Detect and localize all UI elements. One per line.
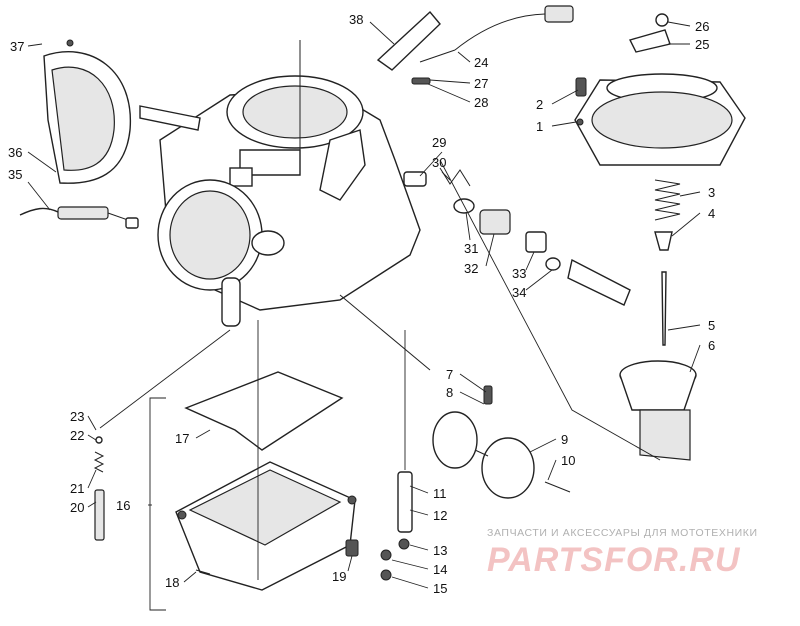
callout-13: 13 bbox=[433, 543, 447, 558]
callout-7: 7 bbox=[446, 367, 453, 382]
callout-leader-24 bbox=[457, 51, 471, 63]
callout-16: 16 bbox=[116, 498, 130, 513]
bowl-gasket bbox=[184, 371, 344, 451]
callout-38: 38 bbox=[349, 12, 363, 27]
callout-leader-9 bbox=[529, 438, 557, 453]
watermark-caption: ЗАПЧАСТИ И АКСЕССУАРЫ ДЛЯ МОТОТЕХНИКИ bbox=[487, 527, 758, 539]
callout-leader-4 bbox=[671, 212, 701, 237]
callout-12: 12 bbox=[433, 508, 447, 523]
callout-1: 1 bbox=[536, 119, 543, 134]
callout-leader-1 bbox=[551, 121, 577, 127]
callout-33: 33 bbox=[512, 266, 526, 281]
callout-21: 21 bbox=[70, 481, 84, 496]
mixture-screw bbox=[93, 436, 105, 541]
callout-2: 2 bbox=[536, 97, 543, 112]
callout-9: 9 bbox=[561, 432, 568, 447]
callout-29: 29 bbox=[432, 135, 446, 150]
callout-leader-29 bbox=[419, 151, 443, 177]
bowl-hardware bbox=[195, 471, 413, 581]
callout-20: 20 bbox=[70, 500, 84, 515]
callout-5: 5 bbox=[708, 318, 715, 333]
float-kit-bracket bbox=[149, 397, 166, 611]
choke-cable bbox=[411, 5, 574, 85]
callout-25: 25 bbox=[695, 37, 709, 52]
callout-34: 34 bbox=[512, 285, 526, 300]
callout-19: 19 bbox=[332, 569, 346, 584]
callout-32: 32 bbox=[464, 261, 478, 276]
throttle-cable bbox=[19, 206, 139, 229]
callout-leader-12 bbox=[409, 509, 429, 516]
callout-leader-5 bbox=[667, 324, 701, 331]
callout-leader-34 bbox=[525, 269, 553, 291]
watermark-logo: PARTSFOR.RU bbox=[487, 541, 741, 579]
callout-leader-7 bbox=[459, 373, 487, 393]
callout-3: 3 bbox=[708, 185, 715, 200]
callout-11: 11 bbox=[433, 486, 447, 501]
callout-23: 23 bbox=[70, 409, 84, 424]
callout-leader-30 bbox=[441, 171, 451, 181]
callout-leader-15 bbox=[391, 576, 429, 589]
callout-28: 28 bbox=[474, 95, 488, 110]
callout-leader-22 bbox=[87, 434, 97, 441]
callout-26: 26 bbox=[695, 19, 709, 34]
jet-needle bbox=[654, 231, 673, 346]
callout-leader-35 bbox=[27, 181, 51, 211]
callout-8: 8 bbox=[446, 385, 453, 400]
callout-leader-26 bbox=[667, 21, 691, 27]
callout-leader-33 bbox=[525, 251, 535, 271]
callout-leader-8 bbox=[459, 391, 485, 405]
callout-leader-3 bbox=[679, 191, 701, 197]
callout-leader-28 bbox=[427, 83, 471, 103]
top-cap bbox=[574, 73, 746, 166]
callout-leader-31 bbox=[465, 211, 471, 241]
callout-leader-32 bbox=[485, 233, 495, 267]
callout-37: 37 bbox=[10, 39, 24, 54]
callout-leader-10 bbox=[547, 459, 557, 481]
callout-4: 4 bbox=[708, 206, 715, 221]
callout-leader-6 bbox=[689, 344, 701, 373]
side-cover bbox=[43, 39, 131, 184]
callout-leader-27 bbox=[429, 79, 471, 84]
throttle-slide bbox=[619, 360, 697, 461]
callout-35: 35 bbox=[8, 167, 22, 182]
callout-leader-18 bbox=[183, 571, 197, 583]
callout-27: 27 bbox=[474, 76, 488, 91]
callout-36: 36 bbox=[8, 145, 22, 160]
callout-14: 14 bbox=[433, 562, 447, 577]
callout-leader-11 bbox=[409, 485, 429, 494]
carburetor-body bbox=[139, 40, 431, 371]
callout-leader-17 bbox=[195, 429, 211, 439]
callout-31: 31 bbox=[464, 241, 478, 256]
float bbox=[432, 385, 571, 499]
callout-leader-37 bbox=[27, 43, 43, 47]
spring bbox=[654, 179, 681, 221]
callout-22: 22 bbox=[70, 428, 84, 443]
callout-leader-36 bbox=[27, 151, 57, 173]
callout-leader-2 bbox=[551, 89, 579, 105]
callout-10: 10 bbox=[561, 453, 575, 468]
callout-leader-23 bbox=[87, 415, 97, 431]
callout-24: 24 bbox=[474, 55, 488, 70]
float-bowl bbox=[175, 461, 357, 591]
callout-30: 30 bbox=[432, 155, 446, 170]
callout-6: 6 bbox=[708, 338, 715, 353]
callout-leader-13 bbox=[409, 544, 429, 551]
callout-leader-20 bbox=[87, 501, 97, 508]
callout-leader-19 bbox=[347, 555, 353, 572]
callout-leader-14 bbox=[391, 559, 429, 570]
callout-leader-38 bbox=[369, 21, 395, 45]
callout-15: 15 bbox=[433, 581, 447, 596]
callout-18: 18 bbox=[165, 575, 179, 590]
callout-17: 17 bbox=[175, 431, 189, 446]
cap-screw bbox=[628, 13, 671, 53]
callout-leader-21 bbox=[87, 469, 97, 489]
vent-hose bbox=[376, 10, 441, 71]
